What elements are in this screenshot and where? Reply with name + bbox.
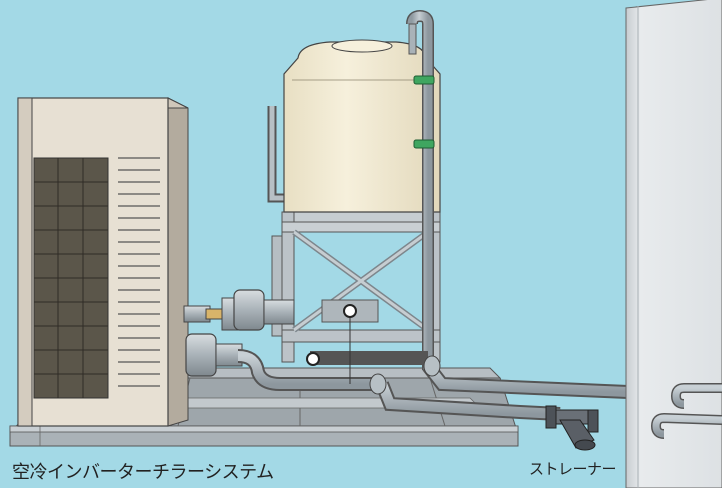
- system-title-caption: 空冷インバーターチラーシステム: [12, 458, 274, 484]
- water-tank: [272, 40, 440, 212]
- building-wall: [626, 0, 722, 488]
- air-cooled-chiller-unit: [18, 98, 188, 426]
- tank-stand-frame: [272, 212, 440, 362]
- pressure-gauge-icon: [307, 353, 319, 365]
- green-band-icon: [414, 140, 434, 148]
- pressure-gauge-icon: [344, 305, 356, 317]
- y-strainer: [546, 406, 598, 450]
- strainer-label: ストレーナー: [529, 458, 616, 479]
- green-band-icon: [414, 76, 434, 84]
